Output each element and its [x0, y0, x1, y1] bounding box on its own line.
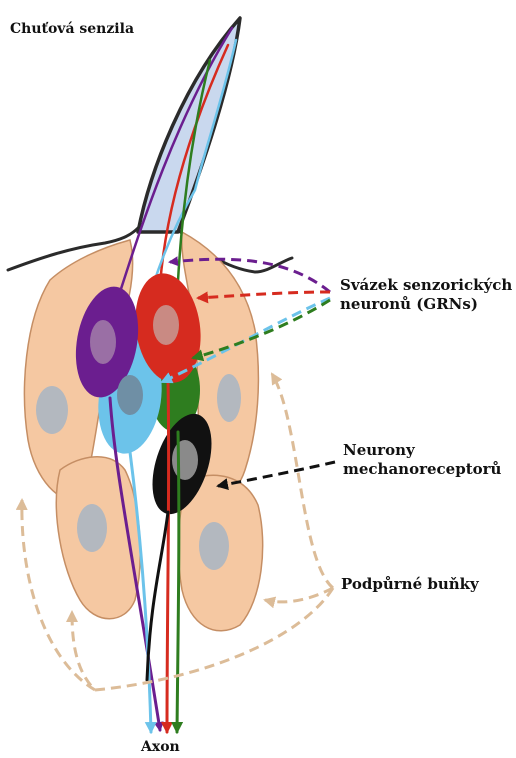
nucleus [36, 386, 68, 434]
label-grn: Svázek senzorických neuronů (GRNs) [340, 276, 512, 314]
label-mech-line1: Neurony [343, 441, 501, 460]
diagram-title: Chuťová senzila [10, 20, 134, 39]
label-support-cells: Podpůrné buňky [341, 575, 479, 594]
label-mech-line2: mechanoreceptorů [343, 460, 501, 479]
nucleus [77, 504, 107, 552]
cuticle-line [8, 228, 292, 272]
nucleus [172, 440, 198, 480]
nucleus [217, 374, 241, 422]
nucleus [199, 522, 229, 570]
nucleus [153, 305, 179, 345]
label-grn-line2: neuronů (GRNs) [340, 295, 512, 314]
label-axon: Axon [141, 738, 180, 757]
nucleus [117, 375, 143, 415]
label-mechanoreceptor: Neurony mechanoreceptorů [343, 441, 501, 479]
nucleus [90, 320, 116, 364]
label-grn-line1: Svázek senzorických [340, 276, 512, 295]
